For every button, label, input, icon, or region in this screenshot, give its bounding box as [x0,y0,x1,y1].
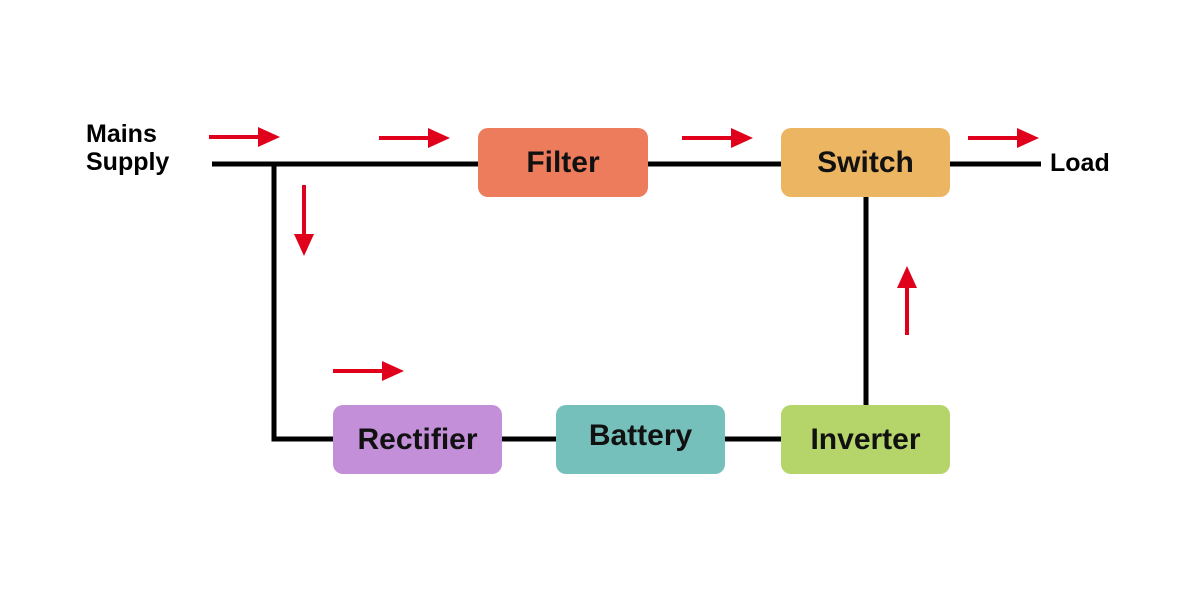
filter-label: Filter [526,145,600,179]
flow-arrow-up [897,266,917,335]
flow-arrow-down [294,185,314,256]
rectifier-label: Rectifier [357,422,478,456]
filter-block: Filter [478,128,648,197]
mains-label-line1: Mains [86,120,157,148]
mains-label-line2: Supply [86,147,170,176]
battery-label: Battery [588,418,693,452]
inverter-label: Inverter [810,422,921,456]
flow-arrow-to-filter [379,128,450,148]
wire-mains-to-rectifier [271,164,335,442]
switch-label: Switch [817,145,914,179]
mains-supply-label: Mains Supply [86,120,170,176]
switch-block: Switch [781,128,950,197]
load-label: Load [1050,149,1110,177]
flow-arrow-to-switch [682,128,753,148]
flow-arrow-to-load [968,128,1039,148]
flow-arrow-to-rectifier [333,361,404,381]
flow-arrow-mains-right [209,127,280,147]
rectifier-block: Rectifier [333,405,502,474]
battery-block: Battery [556,405,725,474]
inverter-block: Inverter [781,405,950,474]
